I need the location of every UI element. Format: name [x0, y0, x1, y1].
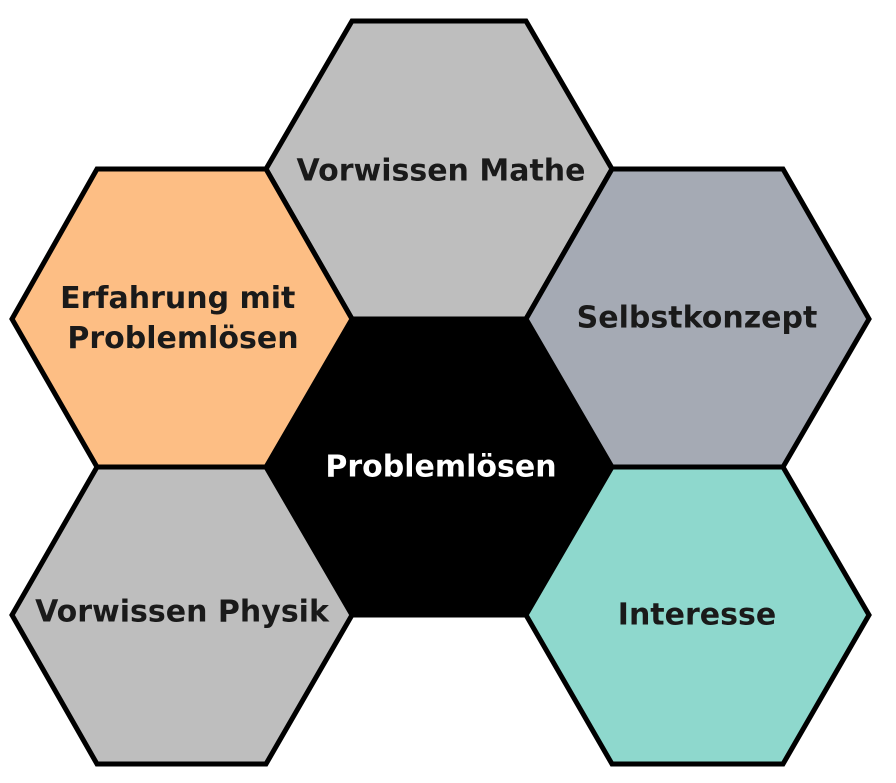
hex-selbstkonzept-label: Selbstkonzept [577, 301, 818, 336]
hex-erfahrung-label-line2: Problemlösen [67, 321, 298, 356]
hex-erfahrung: Erfahrung mit Problemlösen [9, 166, 355, 470]
hex-center-label: Problemlösen [325, 450, 556, 485]
hex-vorwissen-physik-label: Vorwissen Physik [35, 595, 330, 630]
hex-erfahrung-label-line1: Erfahrung mit [60, 281, 295, 316]
hex-interesse-label: Interesse [618, 598, 776, 633]
hex-erfahrung-label: Erfahrung mit Problemlösen [60, 281, 306, 356]
hex-interesse-shape [523, 464, 872, 767]
hex-vorwissen-mathe: Vorwissen Mathe [263, 18, 615, 322]
hex-interesse: Interesse [523, 464, 872, 767]
hex-erfahrung-shape [9, 166, 355, 470]
hex-vorwissen-mathe-label: Vorwissen Mathe [297, 154, 586, 189]
